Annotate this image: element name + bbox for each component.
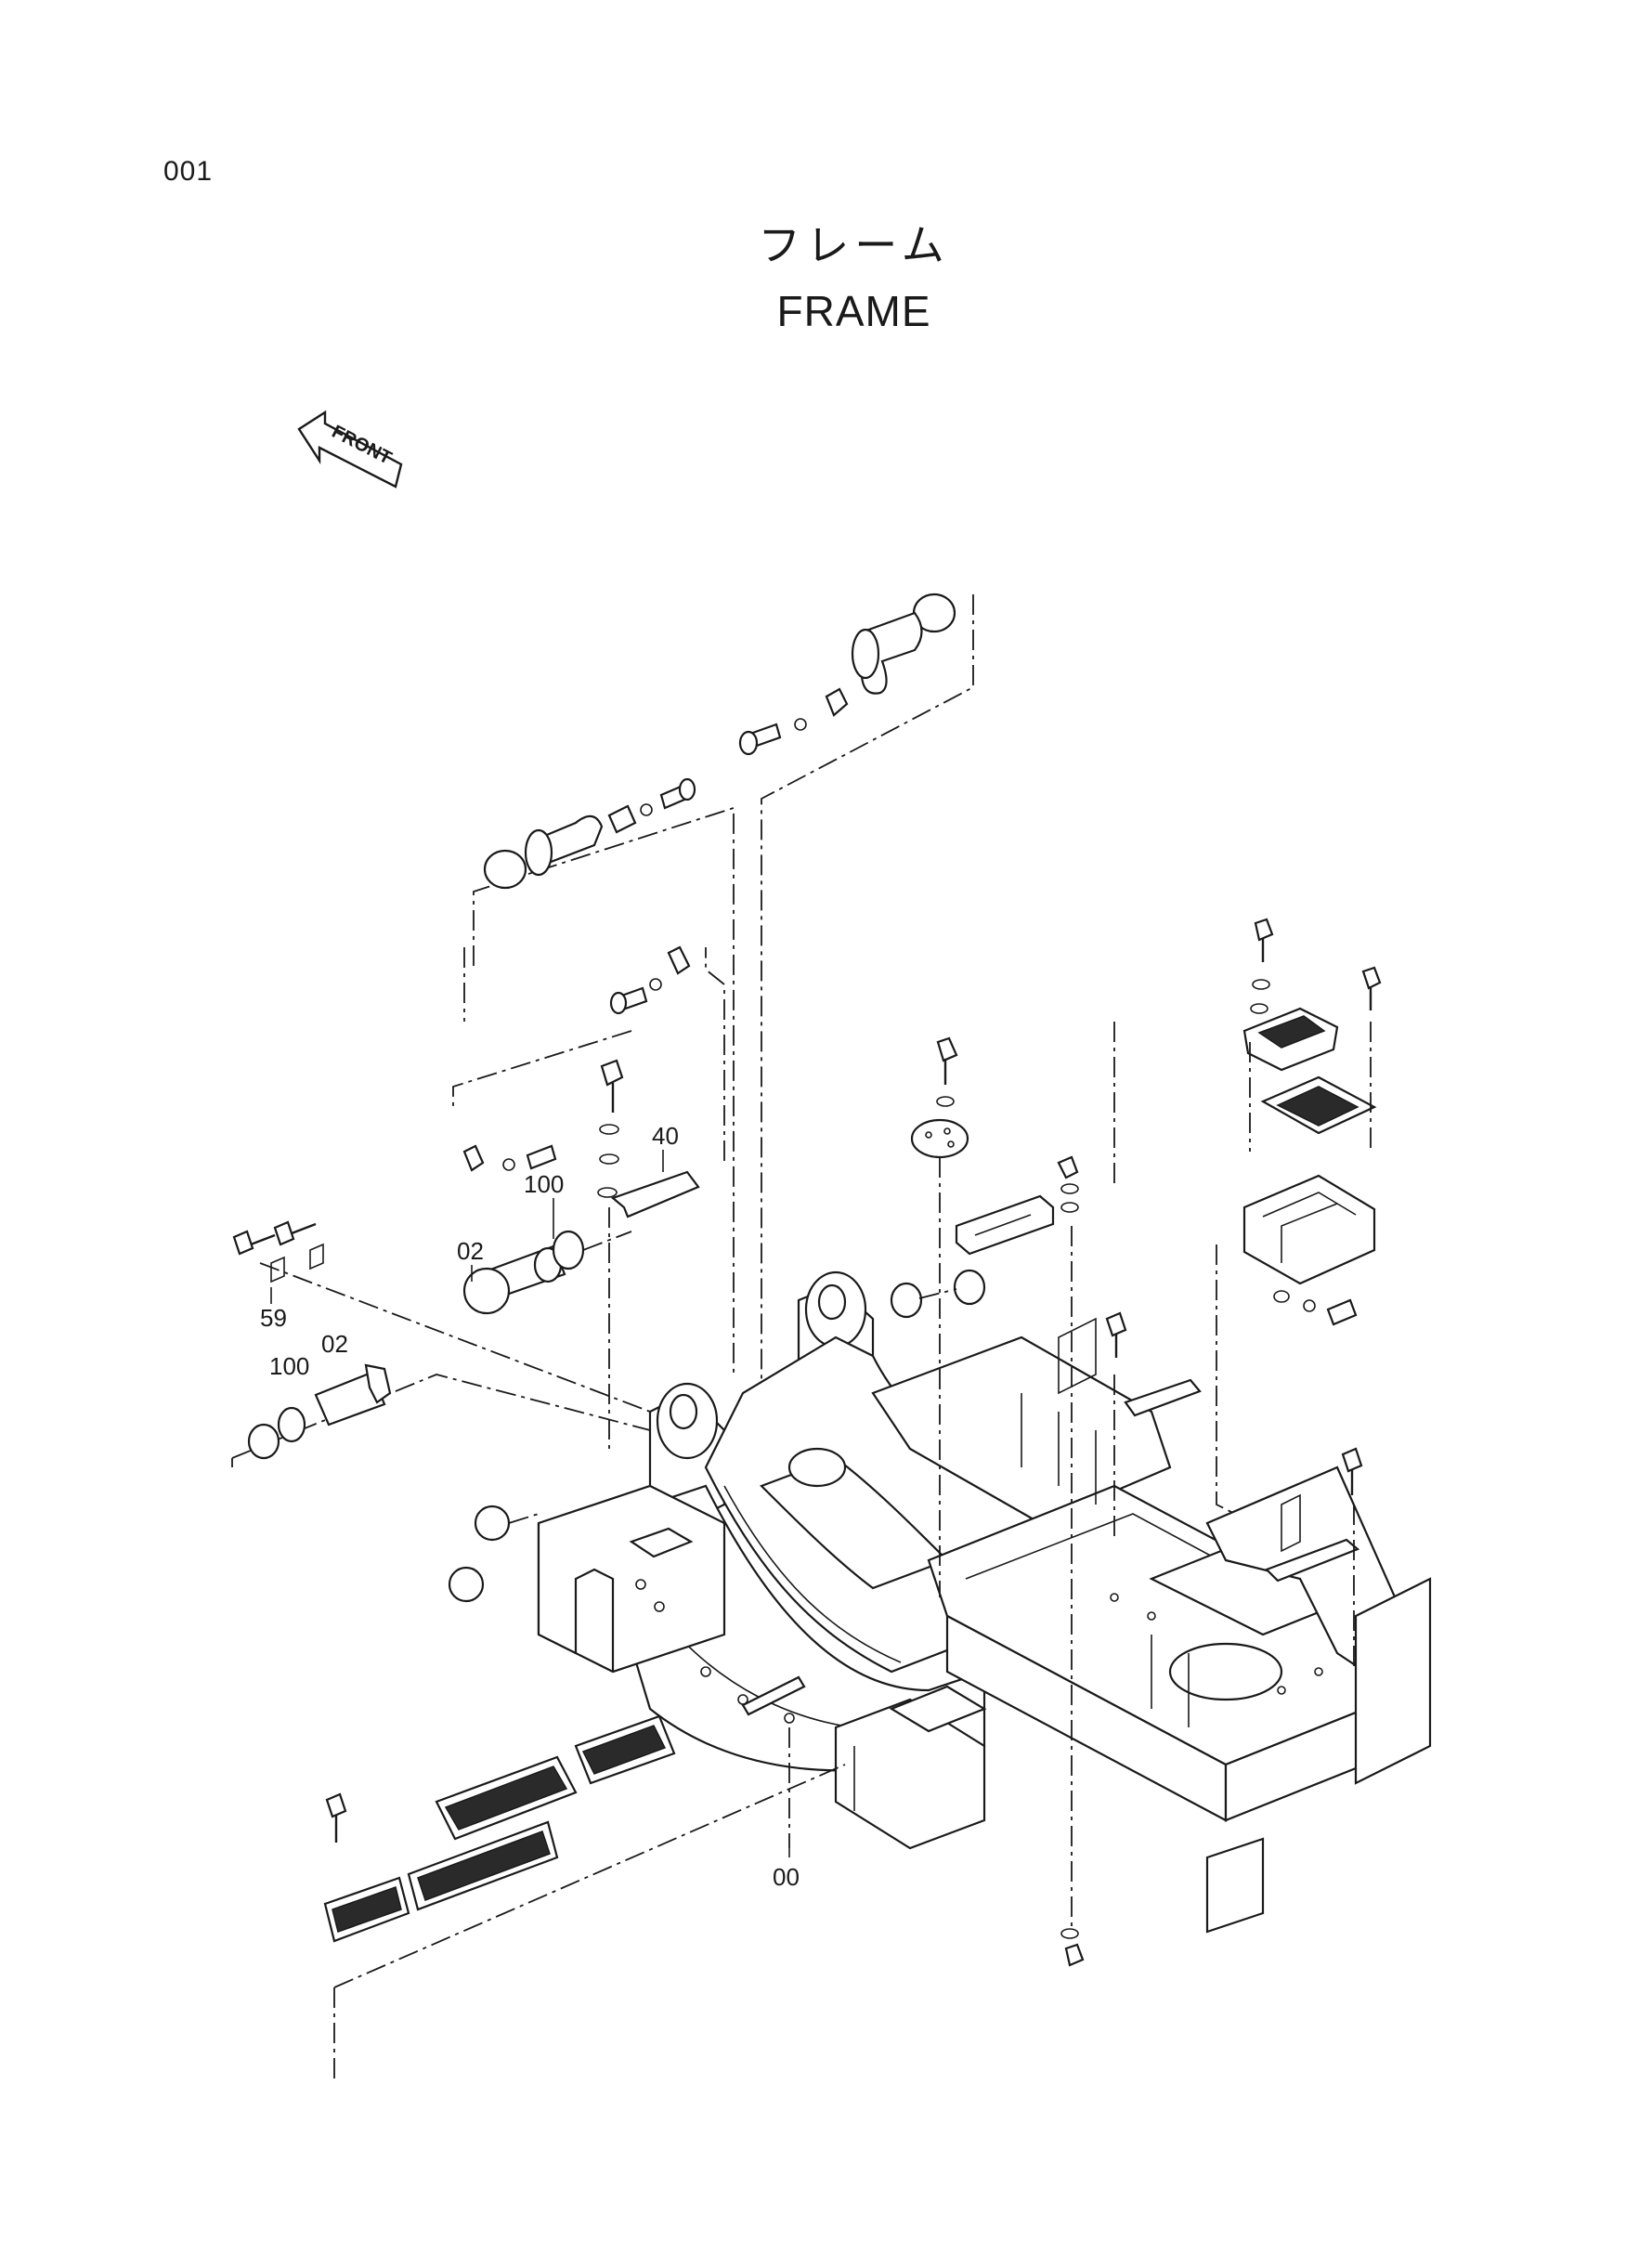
left-bushings xyxy=(448,1505,540,1603)
callout-02-upper: 02 xyxy=(457,1237,484,1265)
callout-00: 00 xyxy=(773,1863,800,1891)
callout-40: 40 xyxy=(652,1122,679,1150)
side-bracket-far-right xyxy=(1265,1447,1363,1672)
main-pin-upper: 100 02 xyxy=(457,1170,632,1315)
title-english: FRAME xyxy=(776,287,931,335)
center-stud: 00 xyxy=(741,1675,806,1891)
callout-02-lower: 02 xyxy=(321,1330,348,1358)
right-arm-bushings xyxy=(890,1269,986,1319)
upper-right-pin-assembly xyxy=(738,593,974,1384)
step-plate-upper-right xyxy=(1216,918,1382,1515)
front-arrow-label: FRONT xyxy=(329,422,395,469)
side-bracket-right xyxy=(1105,1311,1202,1542)
diagram-title: フレーム FRAME xyxy=(0,212,1652,336)
extension-lines xyxy=(231,947,1115,1467)
front-arrow-icon: FRONT xyxy=(297,410,403,489)
center-mount-bracket xyxy=(955,1155,1085,1967)
title-japanese: フレーム xyxy=(758,220,950,270)
page-number: 001 xyxy=(163,156,214,187)
lock-plate-59-group: 59 xyxy=(232,1220,651,1413)
callout-100-upper: 100 xyxy=(524,1170,564,1198)
floor-grates-lower-left xyxy=(323,1714,846,2080)
callout-59: 59 xyxy=(260,1304,287,1332)
pin-lock-bracket-group xyxy=(452,945,725,1172)
main-pin-lower: 100 02 xyxy=(231,1330,651,1460)
upper-left-pin-assembly xyxy=(473,777,735,1375)
cover-plate-group xyxy=(910,1036,969,1597)
main-frame-body xyxy=(537,1270,1432,1934)
lock-plate-40: 40 xyxy=(610,1122,700,1218)
callout-100-lower: 100 xyxy=(269,1352,309,1380)
upper-bolt-stack xyxy=(597,1059,624,1449)
